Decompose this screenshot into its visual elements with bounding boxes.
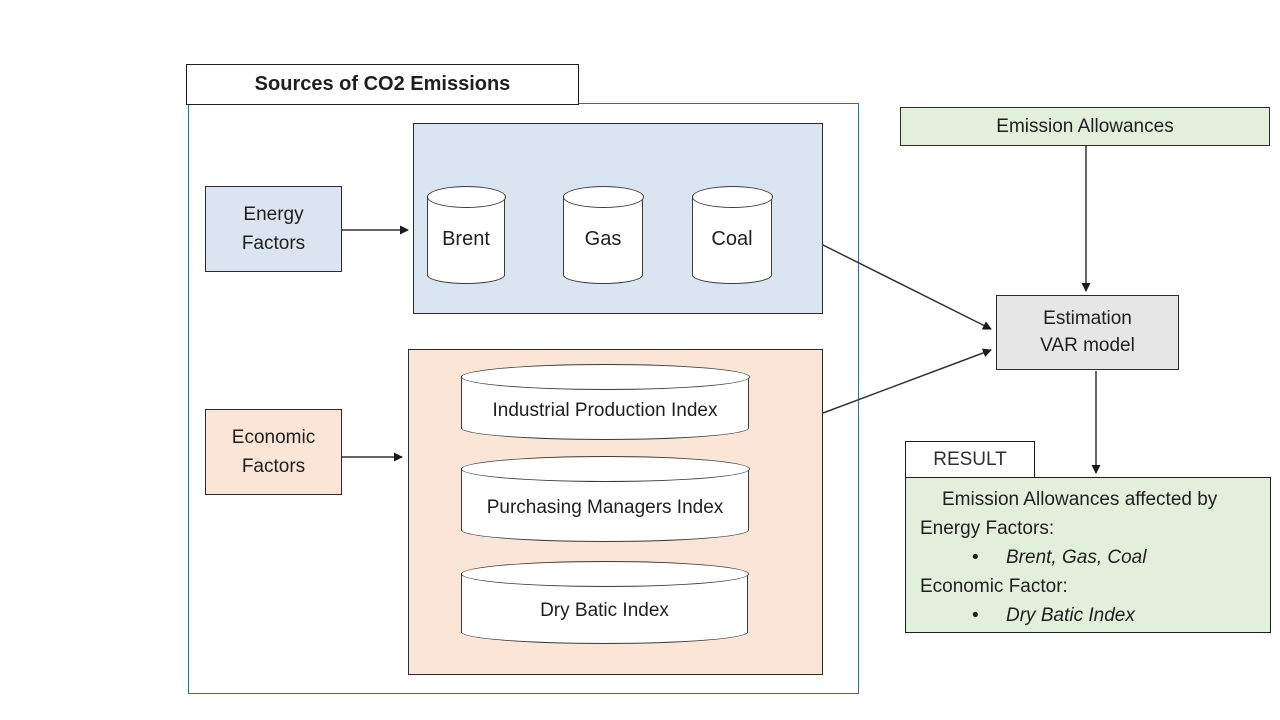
cylinder-gas-label: Gas bbox=[584, 228, 622, 250]
cylinder-brent: Brent bbox=[426, 186, 506, 284]
economic-factors-label: Economic Factors bbox=[231, 426, 316, 477]
result-box: Emission Allowances affected by Energy F… bbox=[905, 477, 1271, 633]
cylinder-dbi-label: Dry Batic Index bbox=[540, 600, 669, 621]
economic-factors-box: Economic Factors bbox=[205, 409, 342, 495]
result-tab-label: RESULT bbox=[933, 448, 1007, 470]
cylinder-gas: Gas bbox=[562, 186, 644, 284]
estimation-label: Estimation bbox=[1043, 307, 1132, 329]
result-economic-heading: Economic Factor: bbox=[920, 576, 1068, 597]
emission-allowances-box: Emission Allowances bbox=[900, 107, 1270, 146]
sources-title-label: Sources of CO2 Emissions bbox=[254, 73, 511, 95]
energy-factors-label: Energy Factors bbox=[241, 203, 306, 254]
sources-title-box: Sources of CO2 Emissions bbox=[186, 64, 579, 105]
result-economic-bullet-line: • Dry Batic Index bbox=[968, 601, 1260, 630]
cylinder-ipi-label: Industrial Production Index bbox=[492, 399, 718, 421]
result-energy-heading: Energy Factors: bbox=[920, 518, 1055, 539]
var-model-label: VAR model bbox=[1040, 334, 1135, 356]
energy-factors-box: Energy Factors bbox=[205, 186, 342, 272]
cylinder-brent-label: Brent bbox=[442, 228, 490, 250]
estimation-var-model-box: Estimation VAR model bbox=[996, 295, 1179, 370]
result-energy-items: Brent, Gas, Coal bbox=[1006, 547, 1147, 568]
bullet-icon: • bbox=[972, 605, 979, 626]
result-energy-bullet-line: • Brent, Gas, Coal bbox=[968, 543, 1260, 572]
cylinder-pmi-label: Purchasing Managers Index bbox=[486, 496, 724, 518]
emission-allowances-label: Emission Allowances bbox=[996, 115, 1174, 137]
cylinder-purchasing-managers-index: Purchasing Managers Index bbox=[460, 456, 750, 542]
result-heading: Emission Allowances affected by bbox=[942, 489, 1218, 510]
cylinder-dry-batic-index: Dry Batic Index bbox=[460, 561, 749, 644]
cylinder-coal: Coal bbox=[691, 186, 773, 284]
result-tab: RESULT bbox=[905, 441, 1035, 478]
bullet-icon: • bbox=[972, 547, 979, 568]
cylinder-industrial-production-index: Industrial Production Index bbox=[460, 364, 750, 440]
cylinder-coal-label: Coal bbox=[711, 228, 753, 250]
result-economic-items: Dry Batic Index bbox=[1006, 605, 1135, 626]
